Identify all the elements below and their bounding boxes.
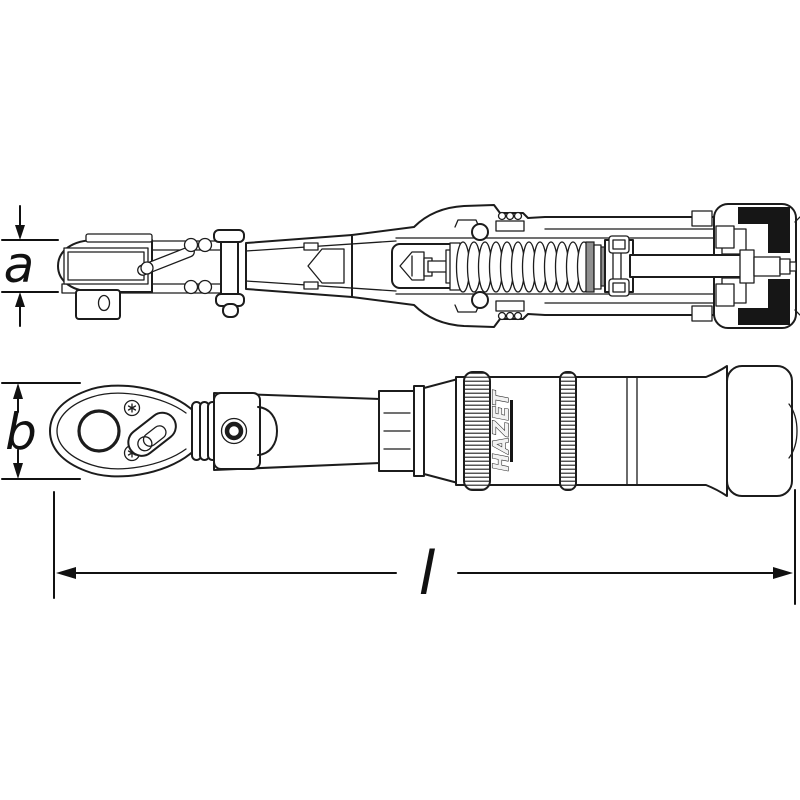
push-rod: [629, 254, 743, 278]
clip-post: [497, 311, 507, 321]
latch-detail: [307, 248, 345, 284]
clip-post: [505, 311, 515, 321]
arrow-down-icon: [15, 225, 25, 240]
latch-lug: [303, 281, 319, 290]
bearing-clip-inner: [612, 282, 626, 293]
bearing-clip: [608, 235, 630, 254]
dimension-b: b: [1, 382, 81, 480]
arrow-down-icon: [13, 463, 23, 479]
gear-band-inner: [67, 251, 145, 281]
handle-body: [455, 365, 728, 497]
reverse-lever-body: [127, 411, 177, 457]
screw-nut: [739, 249, 755, 284]
handle-step-line: [626, 376, 638, 486]
tube-clip: [715, 283, 735, 307]
cap-section-fill: [768, 224, 790, 253]
collar-tick: [383, 412, 411, 450]
dim-l-label: l: [419, 539, 436, 609]
drive-pin-hole: [97, 294, 111, 312]
tube-clip: [691, 210, 713, 227]
reverse-lever-hole: [137, 436, 153, 452]
pivot-shaft: [220, 237, 239, 295]
clip-plate: [495, 220, 525, 232]
pawl-pivot: [140, 261, 154, 275]
brand-logo: HAZET: [489, 390, 513, 471]
section-view: [57, 203, 800, 329]
end-cap-dome-line: [788, 403, 798, 459]
tube-clip: [691, 305, 713, 322]
head-top-lip: [85, 233, 153, 243]
pivot-cap-top: [213, 229, 245, 243]
beam-inner-line: [245, 280, 397, 292]
clip-post: [513, 311, 523, 321]
clip-post: [505, 211, 515, 221]
step-ring: [413, 385, 425, 477]
detent-ball: [183, 237, 199, 253]
head-inner-contour: [56, 392, 187, 470]
tube-clip: [715, 225, 735, 249]
arrow-right-icon: [773, 567, 793, 579]
clip-plate: [495, 300, 525, 312]
ball-detent: [471, 291, 489, 309]
cap-section-fill: [738, 207, 790, 224]
beam-inner-line: [245, 240, 397, 252]
torx-screw-slots: [127, 403, 137, 413]
plan-view: HAZET: [49, 365, 798, 497]
knurl-ring: [559, 371, 577, 491]
pivot-ring-inner: [224, 421, 244, 441]
ball-detent: [471, 223, 489, 241]
head-outline: [49, 384, 198, 478]
detent-ball: [197, 279, 213, 295]
washer: [593, 244, 602, 290]
dim-a-label: a: [4, 236, 35, 294]
screw-nut: [753, 256, 781, 277]
latch-lug: [303, 242, 319, 251]
reverse-lever-slot: [142, 425, 167, 447]
brand-underline: [510, 400, 513, 462]
detent-ball: [197, 237, 213, 253]
screw-tip: [789, 261, 797, 272]
arrow-up-icon: [15, 292, 25, 307]
handle-cone: [423, 378, 459, 484]
washer: [585, 241, 595, 293]
bearing-clip: [608, 278, 630, 297]
square-drive-hole: [77, 409, 121, 453]
pivot-nub: [222, 303, 239, 318]
cap-section-fill: [768, 279, 790, 308]
clip-post: [513, 211, 523, 221]
knurl-ring: [463, 371, 491, 491]
bearing-clip-inner: [612, 239, 626, 250]
cap-exit-line: [794, 216, 800, 316]
cap-section-fill: [738, 308, 790, 325]
arrow-left-icon: [56, 567, 76, 579]
dimension-l: l: [53, 489, 796, 609]
screw-tip: [779, 258, 791, 275]
arrow-up-icon: [13, 383, 23, 399]
coil-spring: [455, 241, 592, 293]
reverse-lever: [127, 411, 177, 457]
pivot-block-nose: [257, 406, 278, 456]
dimension-a: a: [1, 205, 59, 327]
detent-ball: [183, 279, 199, 295]
clip-post: [497, 211, 507, 221]
handle-end-cap: [726, 365, 793, 497]
dim-b-label: b: [5, 403, 37, 461]
